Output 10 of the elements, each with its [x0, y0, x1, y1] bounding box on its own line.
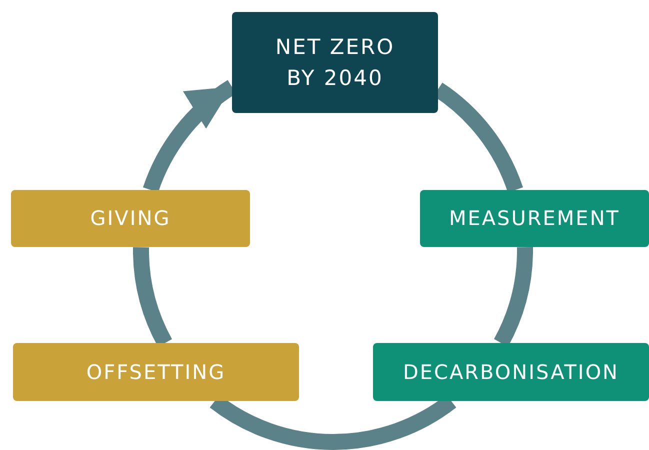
stage-label: OFFSETTING [86, 358, 226, 386]
stage-box [11, 190, 250, 247]
stage-label: NET ZERO BY 2040 [274, 34, 396, 92]
stage-box [373, 343, 649, 401]
stage-label: MEASUREMENT [448, 205, 620, 232]
stage-label: GIVING [90, 205, 171, 232]
stage-box [13, 343, 299, 401]
stage-box [420, 190, 649, 247]
stage-box [232, 12, 438, 113]
stage-label: DECARBONISATION [402, 358, 620, 386]
